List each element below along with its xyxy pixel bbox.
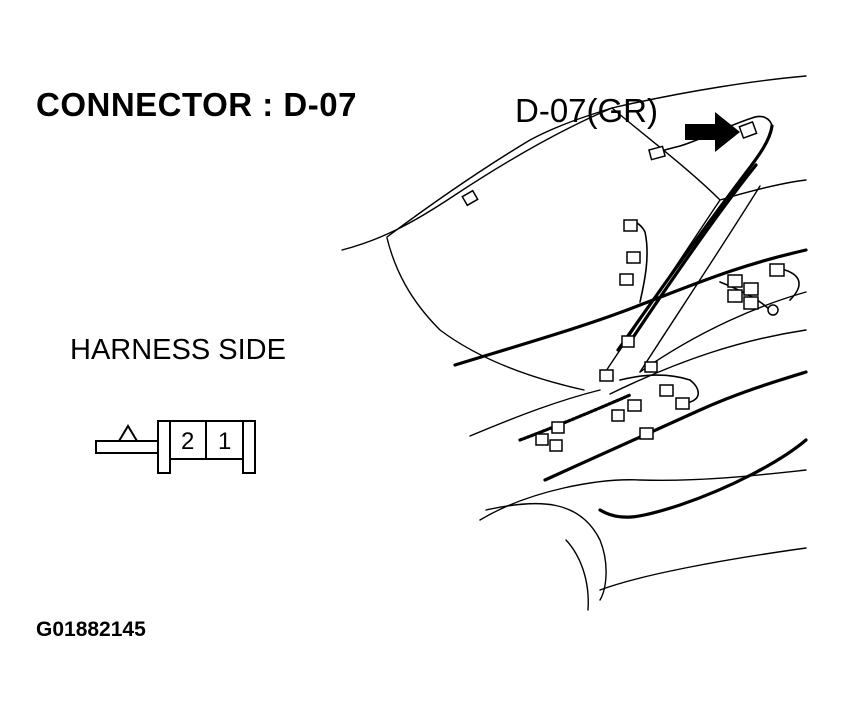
harness-connector: [599, 369, 614, 382]
harness-clip: [767, 304, 779, 316]
branch-wire: [689, 379, 700, 403]
harness-connector: [743, 296, 759, 310]
fender-arch-inner: [565, 539, 589, 611]
target-connector-d07: [738, 121, 758, 139]
harness-connector: [727, 289, 743, 303]
harness-connector: [627, 399, 642, 412]
harness-connector: [644, 361, 658, 373]
door-belt-line: [639, 291, 807, 373]
windshield-top-edge: [386, 107, 613, 238]
harness-connector: [535, 433, 549, 446]
windshield-glass-edge: [386, 237, 585, 391]
lower-harness: [543, 370, 808, 482]
harness-connector: [621, 335, 635, 348]
harness-connector: [675, 397, 690, 410]
pin-number: 1: [218, 428, 231, 455]
harness-connector: [743, 282, 759, 296]
dashboard-line: [469, 389, 601, 437]
harness-connector: [727, 274, 743, 288]
harness-connector: [648, 145, 666, 161]
windshield-right-edge: [611, 107, 721, 201]
fender-arch-outer: [485, 502, 607, 601]
harness-connector: [549, 439, 563, 452]
a-pillar-outer: [639, 185, 761, 373]
connector-title: CONNECTOR : D-07: [36, 86, 357, 123]
harness-connector: [659, 384, 674, 397]
harness-connector: [639, 427, 654, 440]
dash-harness: [518, 393, 632, 442]
rocker-line: [599, 547, 807, 591]
harness-connector: [461, 189, 479, 207]
branch-wire: [784, 269, 800, 301]
branch-wire: [619, 374, 691, 381]
connector-callout-label: D-07(GR): [515, 92, 659, 129]
door-belt-line-lower: [609, 329, 807, 395]
harness-connector: [611, 409, 625, 422]
harness-side-label: HARNESS SIDE: [70, 334, 286, 366]
pillar-harness-parallel: [626, 163, 758, 347]
harness-connector: [769, 263, 785, 277]
harness-connector: [551, 421, 565, 434]
roof-outline: [341, 75, 807, 251]
harness-connector: [623, 219, 638, 232]
figure-code: G01882145: [36, 618, 146, 641]
harness-connector: [626, 251, 641, 264]
floor-harness: [598, 438, 808, 519]
lock-triangle-icon: [117, 424, 139, 442]
callout-arrow-icon: [685, 112, 740, 152]
body-lower-line: [479, 469, 807, 521]
pillar-harness: [616, 124, 774, 352]
harness-connector: [619, 273, 634, 286]
pin-number: 2: [181, 428, 194, 455]
roof-harness-main: [453, 248, 808, 367]
